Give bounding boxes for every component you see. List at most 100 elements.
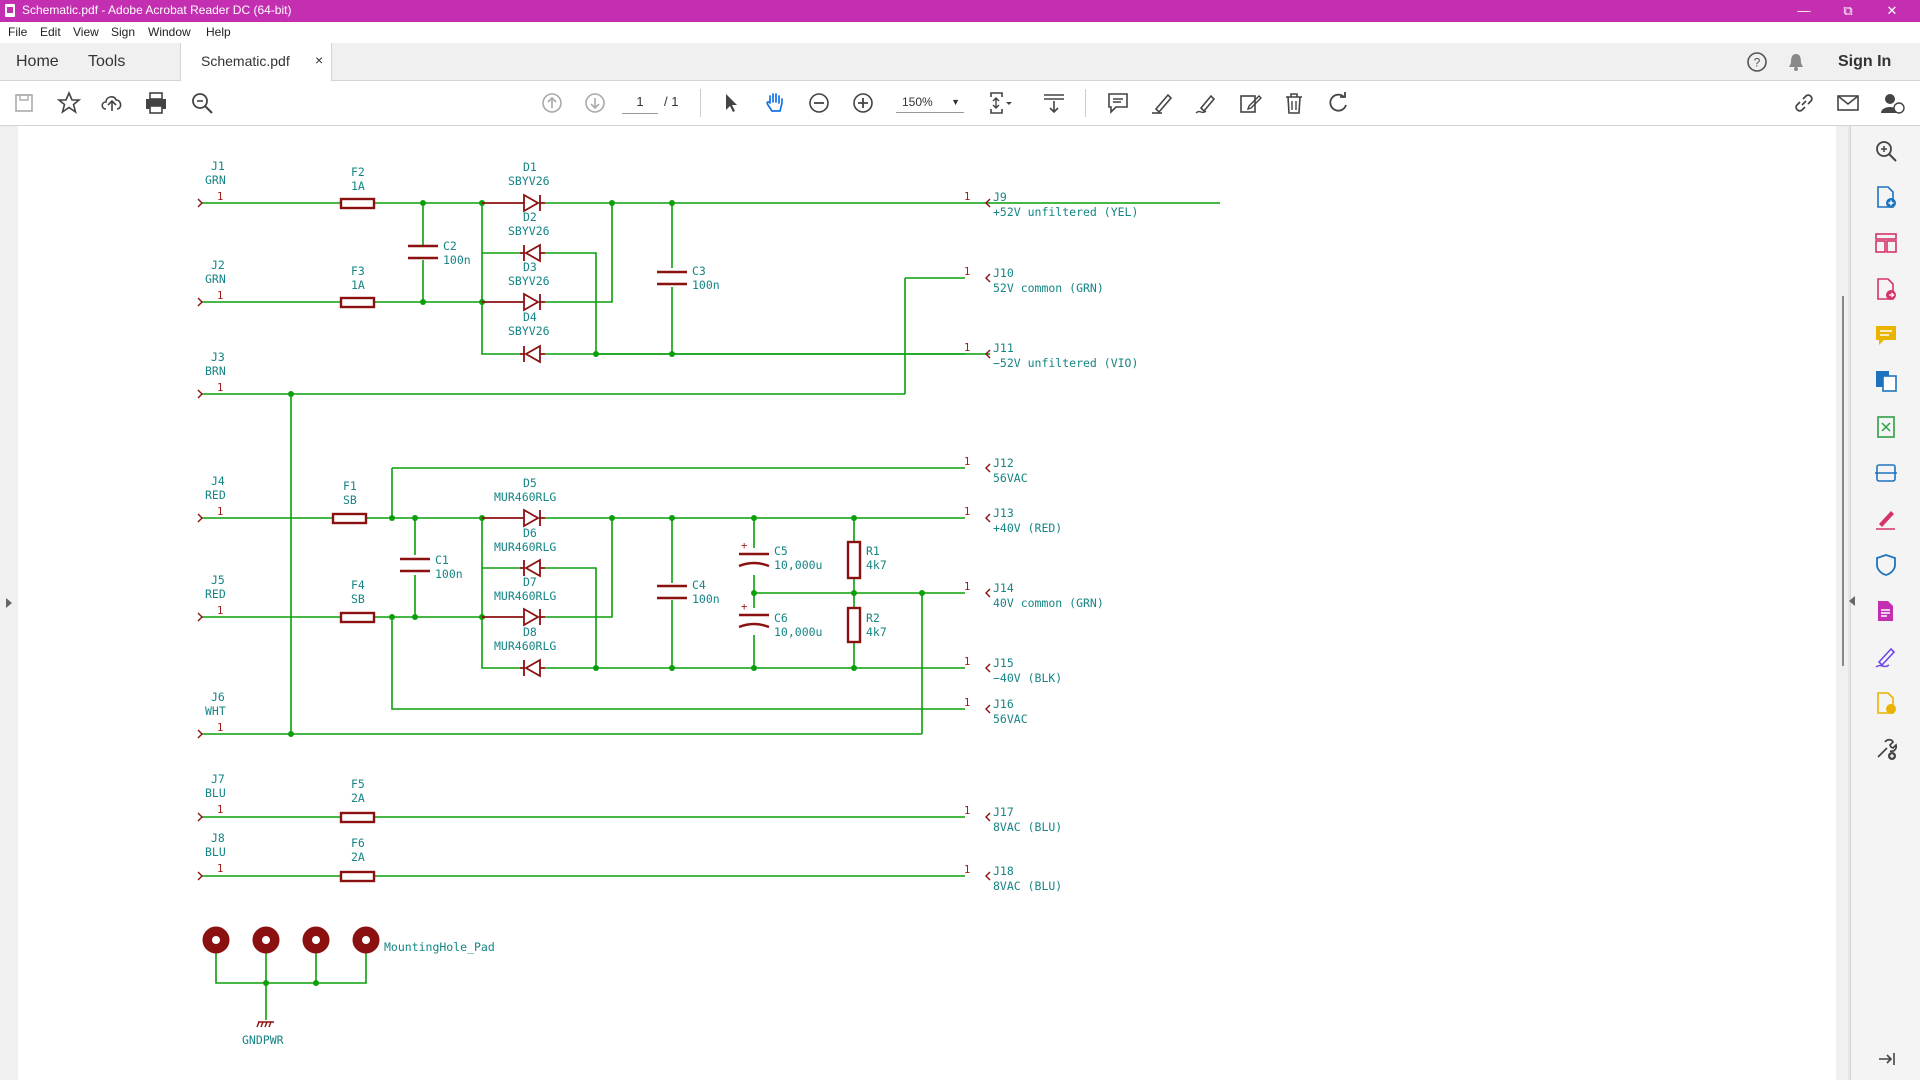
scan-icon[interactable] xyxy=(1873,460,1899,486)
svg-text:J11: J11 xyxy=(993,341,1014,355)
edit-icon[interactable] xyxy=(1236,89,1264,117)
svg-text:4k7: 4k7 xyxy=(866,558,887,572)
tab-document[interactable]: Schematic.pdf × xyxy=(180,43,332,81)
prev-page-icon[interactable] xyxy=(538,89,566,117)
svg-text:J17: J17 xyxy=(993,805,1014,819)
send-icon[interactable] xyxy=(1873,690,1899,716)
toolbar-divider xyxy=(700,89,701,117)
zoom-search-icon[interactable] xyxy=(188,89,216,117)
menu-file[interactable]: File xyxy=(8,25,28,39)
menu-sign[interactable]: Sign xyxy=(111,25,136,39)
title-bar: Schematic.pdf - Adobe Acrobat Reader DC … xyxy=(0,0,1920,22)
fit-page-icon[interactable] xyxy=(986,89,1014,117)
account-icon[interactable] xyxy=(1878,89,1906,117)
next-page-icon[interactable] xyxy=(581,89,609,117)
collapse-right-panel-icon[interactable] xyxy=(1847,594,1857,608)
comment-icon[interactable] xyxy=(1104,89,1132,117)
svg-text:F3: F3 xyxy=(351,264,365,278)
undo-icon[interactable] xyxy=(1324,89,1352,117)
mail-icon[interactable] xyxy=(1834,89,1862,117)
menu-view[interactable]: View xyxy=(73,25,99,39)
protect-icon[interactable] xyxy=(1873,552,1899,578)
compress-icon[interactable] xyxy=(1873,414,1899,440)
request-sign-icon[interactable] xyxy=(1873,644,1899,670)
left-panel-toggle[interactable] xyxy=(0,126,19,1080)
print-icon[interactable] xyxy=(142,89,170,117)
svg-text:MUR460RLG: MUR460RLG xyxy=(494,589,556,603)
tab-tools[interactable]: Tools xyxy=(88,53,126,70)
fill-sign-icon[interactable] xyxy=(1873,506,1899,532)
zoom-level-select[interactable]: 150%▼ xyxy=(896,91,964,113)
svg-text:2A: 2A xyxy=(351,791,365,805)
edit-pdf-icon[interactable] xyxy=(1873,598,1899,624)
svg-text:BRN: BRN xyxy=(205,364,226,378)
combine-icon[interactable] xyxy=(1873,368,1899,394)
notification-bell-icon[interactable] xyxy=(1786,52,1806,72)
sign-icon[interactable] xyxy=(1192,89,1220,117)
delete-icon[interactable] xyxy=(1280,89,1308,117)
close-window-button[interactable]: ✕ xyxy=(1886,3,1898,18)
upload-icon[interactable] xyxy=(98,89,126,117)
star-icon[interactable] xyxy=(55,89,83,117)
menu-edit[interactable]: Edit xyxy=(40,25,61,39)
more-tools-icon[interactable] xyxy=(1873,736,1899,762)
menu-help[interactable]: Help xyxy=(206,25,231,39)
collapse-panel-icon[interactable] xyxy=(1873,1046,1899,1072)
svg-text:SB: SB xyxy=(343,493,357,507)
help-icon[interactable]: ? xyxy=(1746,51,1768,73)
svg-text:100n: 100n xyxy=(692,592,720,606)
svg-text:MUR460RLG: MUR460RLG xyxy=(494,540,556,554)
expand-left-panel-icon[interactable] xyxy=(4,596,14,610)
svg-text:J14: J14 xyxy=(993,581,1014,595)
scroll-mode-icon[interactable] xyxy=(1040,89,1068,117)
tab-home[interactable]: Home xyxy=(16,53,59,70)
schematic-wires xyxy=(202,202,1220,1020)
restore-button[interactable]: ⧉ xyxy=(1843,3,1853,18)
scrollbar-thumb[interactable] xyxy=(1842,296,1844,666)
document-tab-label: Schematic.pdf xyxy=(201,53,290,69)
sign-in-link[interactable]: Sign In xyxy=(1838,53,1892,70)
organize-pages-icon[interactable] xyxy=(1873,230,1899,256)
menu-window[interactable]: Window xyxy=(148,25,191,39)
close-tab-icon[interactable]: × xyxy=(315,52,324,68)
vertical-scrollbar[interactable] xyxy=(1836,126,1848,1080)
save-icon[interactable] xyxy=(10,89,38,117)
svg-text:C2: C2 xyxy=(443,239,457,253)
select-arrow-icon[interactable] xyxy=(717,89,745,117)
page-number-input[interactable]: 1 xyxy=(622,91,658,114)
svg-text:RED: RED xyxy=(205,587,226,601)
svg-text:BLU: BLU xyxy=(205,845,226,859)
zoom-out-icon[interactable] xyxy=(805,89,833,117)
svg-text:SBYV26: SBYV26 xyxy=(508,224,550,238)
svg-text:BLU: BLU xyxy=(205,786,226,800)
svg-text:J2: J2 xyxy=(211,258,225,272)
highlight-icon[interactable] xyxy=(1148,89,1176,117)
svg-text:100n: 100n xyxy=(692,278,720,292)
svg-text:100n: 100n xyxy=(435,567,463,581)
comment-icon[interactable] xyxy=(1873,322,1899,348)
svg-text:F1: F1 xyxy=(343,479,357,493)
svg-text:WHT: WHT xyxy=(205,704,226,718)
link-icon[interactable] xyxy=(1790,89,1818,117)
search-zoom-icon[interactable] xyxy=(1873,138,1899,164)
svg-text:SBYV26: SBYV26 xyxy=(508,274,550,288)
svg-text:1: 1 xyxy=(217,191,223,203)
zoom-in-icon[interactable] xyxy=(849,89,877,117)
create-pdf-icon[interactable] xyxy=(1873,184,1899,210)
hand-icon[interactable] xyxy=(761,89,789,117)
minimize-button[interactable]: — xyxy=(1797,3,1811,18)
export-pdf-icon[interactable] xyxy=(1873,276,1899,302)
